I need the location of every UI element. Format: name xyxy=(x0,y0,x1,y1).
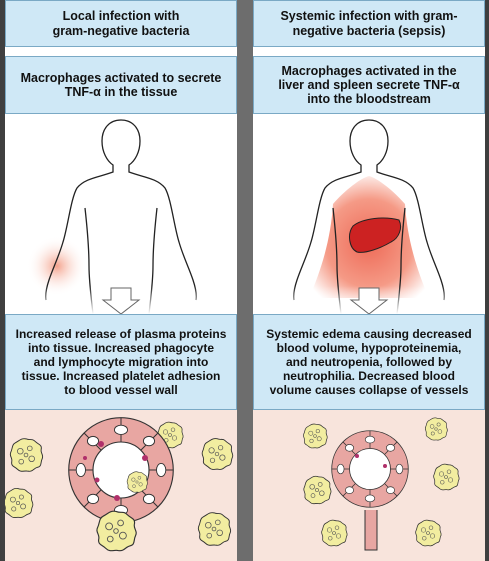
macrophage-icon xyxy=(303,424,327,448)
systemic-effects-text: Systemic edema causing decreased blood v… xyxy=(266,327,471,397)
blood-vessel-icon xyxy=(332,431,409,508)
macrophage-icon xyxy=(10,439,42,472)
local-tissue-illustration xyxy=(5,410,237,561)
local-macrophage-text: Macrophages activated to secrete TNF-α i… xyxy=(21,71,222,99)
vessel-branch xyxy=(365,510,377,550)
macrophage-icon xyxy=(198,513,230,546)
macrophage-icon xyxy=(416,520,442,546)
local-macrophage-box: Macrophages activated to secrete TNF-α i… xyxy=(5,56,237,114)
systemic-effects-box: Systemic edema causing decreased blood v… xyxy=(253,314,485,410)
human-outline-systemic xyxy=(253,116,485,314)
blood-vessel-icon xyxy=(69,418,174,523)
macrophage-icon xyxy=(434,464,460,490)
local-infection-panel: Local infection with gram-negative bacte… xyxy=(5,0,237,561)
systemic-infection-header-text: Systemic infection with gram- negative b… xyxy=(280,9,457,39)
macrophage-icon xyxy=(304,476,331,503)
migrating-phagocyte-icon xyxy=(97,511,136,551)
systemic-infection-panel: Systemic infection with gram- negative b… xyxy=(253,0,485,561)
local-effects-text: Increased release of plasma proteins int… xyxy=(16,327,227,397)
systemic-tissue-illustration xyxy=(253,410,485,561)
macrophage-icon xyxy=(202,439,233,470)
local-infection-header: Local infection with gram-negative bacte… xyxy=(5,0,237,47)
macrophage-icon xyxy=(425,418,447,440)
systemic-infection-header: Systemic infection with gram- negative b… xyxy=(253,0,485,47)
macrophage-icon xyxy=(5,488,33,517)
local-infection-header-text: Local infection with gram-negative bacte… xyxy=(53,9,190,39)
macrophage-icon xyxy=(322,520,348,546)
macrophage-icon xyxy=(127,472,147,493)
systemic-macrophage-box: Macrophages activated in the liver and s… xyxy=(253,56,485,114)
systemic-macrophage-text: Macrophages activated in the liver and s… xyxy=(278,64,459,106)
human-outline-local xyxy=(5,116,237,314)
local-effects-box: Increased release of plasma proteins int… xyxy=(5,314,237,410)
